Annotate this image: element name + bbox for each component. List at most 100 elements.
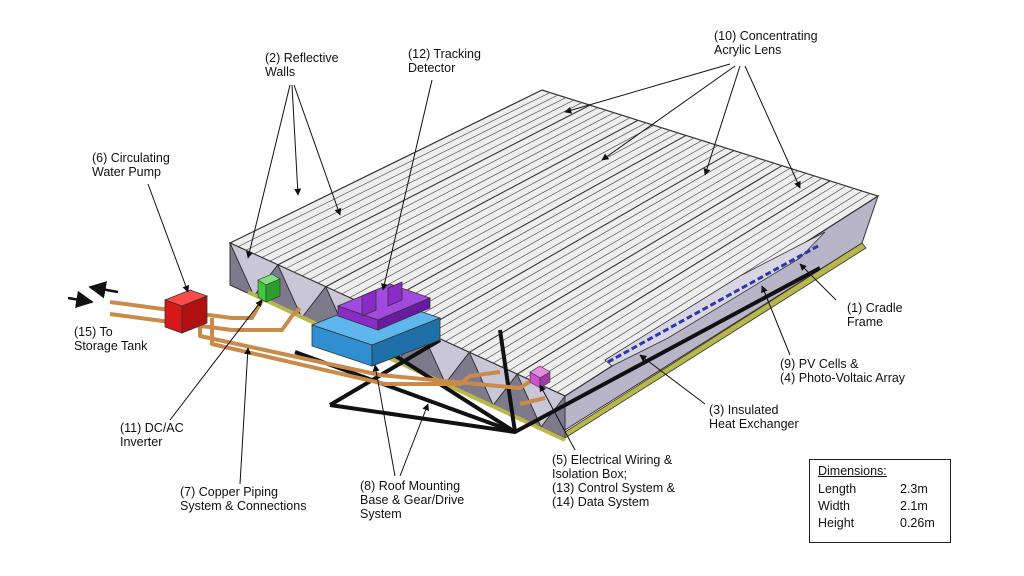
lens-ridge	[548, 190, 863, 390]
collector-body	[228, 89, 880, 442]
lens-ridge	[269, 102, 583, 262]
lens-ridge	[453, 160, 767, 346]
label-line: (1) Cradle	[847, 301, 903, 315]
lens-ridge	[341, 125, 655, 295]
lens-ridge	[524, 183, 839, 379]
lens-ridge	[325, 119, 639, 288]
lens-ridge	[437, 155, 751, 339]
lens-ridge	[493, 172, 807, 364]
lens-ridge-lines	[237, 92, 871, 393]
lens-ridge	[477, 167, 791, 357]
label-line: (14) Data System	[552, 495, 649, 509]
reflective-wall	[468, 351, 518, 407]
lens-ridge	[261, 99, 575, 258]
label-line: Detector	[408, 61, 455, 75]
label-line: (3) Insulated	[709, 403, 779, 417]
label-line: Frame	[847, 315, 883, 329]
label-line: (7) Copper Piping	[180, 485, 278, 499]
dimension-row-length: Length 2.3m	[818, 482, 944, 498]
isolation-box	[529, 365, 551, 389]
label-line: (12) Tracking	[408, 47, 481, 61]
copper-piping	[109, 286, 546, 406]
lens-ridge	[245, 94, 559, 251]
dimension-row-width: Width 2.1m	[818, 499, 944, 515]
lens-ridge	[469, 165, 783, 353]
lens-ridge	[413, 147, 727, 328]
dimension-name: Height	[818, 516, 855, 530]
reflective-wall	[276, 263, 327, 319]
water-pump	[163, 289, 209, 334]
dimension-name: Width	[818, 499, 850, 513]
dimension-value: 0.26m	[900, 516, 935, 530]
label-line: (15) To	[74, 325, 113, 339]
lens-ridge	[429, 152, 743, 335]
label-line: Water Pump	[92, 165, 161, 179]
dimension-row-height: Height 0.26m	[818, 516, 944, 532]
lens-ridge	[445, 157, 759, 342]
lens-ridge	[365, 132, 679, 306]
label-line: Storage Tank	[74, 339, 148, 353]
lens-ridge	[501, 175, 815, 368]
label-line: Isolation Box;	[552, 467, 627, 481]
storage-tank-arrows	[67, 281, 119, 309]
dimensions-box: Dimensions: Length 2.3m Width 2.1m Heigh…	[809, 459, 951, 543]
lens-ridge	[237, 92, 551, 247]
label-line: Acrylic Lens	[714, 43, 781, 57]
label-line: (6) Circulating	[92, 151, 170, 165]
pv-cell-strip	[607, 244, 819, 364]
lens-ridge	[277, 104, 591, 266]
label-line: Base & Gear/Drive	[360, 493, 464, 507]
label-line: (8) Roof Mounting	[360, 479, 460, 493]
lens-ridge	[349, 127, 663, 298]
label-line: Inverter	[120, 435, 162, 449]
label-line: (11) DC/AC	[120, 421, 184, 435]
lens-ridge	[461, 162, 775, 349]
label-line: Heat Exchanger	[709, 417, 799, 431]
lens-ridge	[508, 178, 823, 371]
label-line: (2) Reflective	[265, 51, 339, 65]
lens-ridge	[357, 130, 671, 302]
lens-ridge	[301, 112, 615, 277]
lens-ridge	[485, 170, 799, 360]
label-line: (4) Photo-Voltaic Array	[780, 371, 906, 385]
label-wiring: (5) Electrical Wiring &Isolation Box;(13…	[552, 453, 676, 509]
label-line: (9) PV Cells &	[780, 357, 859, 371]
lens-ridge	[373, 134, 687, 310]
lens-ridge	[405, 145, 719, 324]
dimension-value: 2.1m	[900, 499, 928, 513]
label-line: System	[360, 507, 402, 521]
label-pv: (9) PV Cells &(4) Photo-Voltaic Array	[780, 357, 906, 385]
tracking-detector	[336, 281, 432, 331]
lens-ridge	[317, 117, 631, 284]
dimension-value: 2.3m	[900, 482, 928, 496]
leader-lines	[147, 63, 837, 485]
lens-ridge	[516, 180, 831, 375]
lens-ridge	[397, 142, 711, 320]
label-line: Walls	[265, 65, 295, 79]
label-line: (13) Control System &	[552, 481, 676, 495]
label-line: System & Connections	[180, 499, 306, 513]
lens-ridge	[293, 109, 607, 273]
lens-ridge	[532, 185, 847, 382]
lens-ridge	[421, 150, 735, 331]
lens-ridge	[333, 122, 647, 291]
label-line: (10) Concentrating	[714, 29, 818, 43]
label-line: (5) Electrical Wiring &	[552, 453, 673, 467]
lens-ridge	[285, 107, 599, 269]
lens-ridge	[389, 140, 703, 317]
lens-ridge	[381, 137, 695, 313]
lens-ridge	[540, 188, 855, 386]
lens-ridge	[309, 114, 623, 280]
